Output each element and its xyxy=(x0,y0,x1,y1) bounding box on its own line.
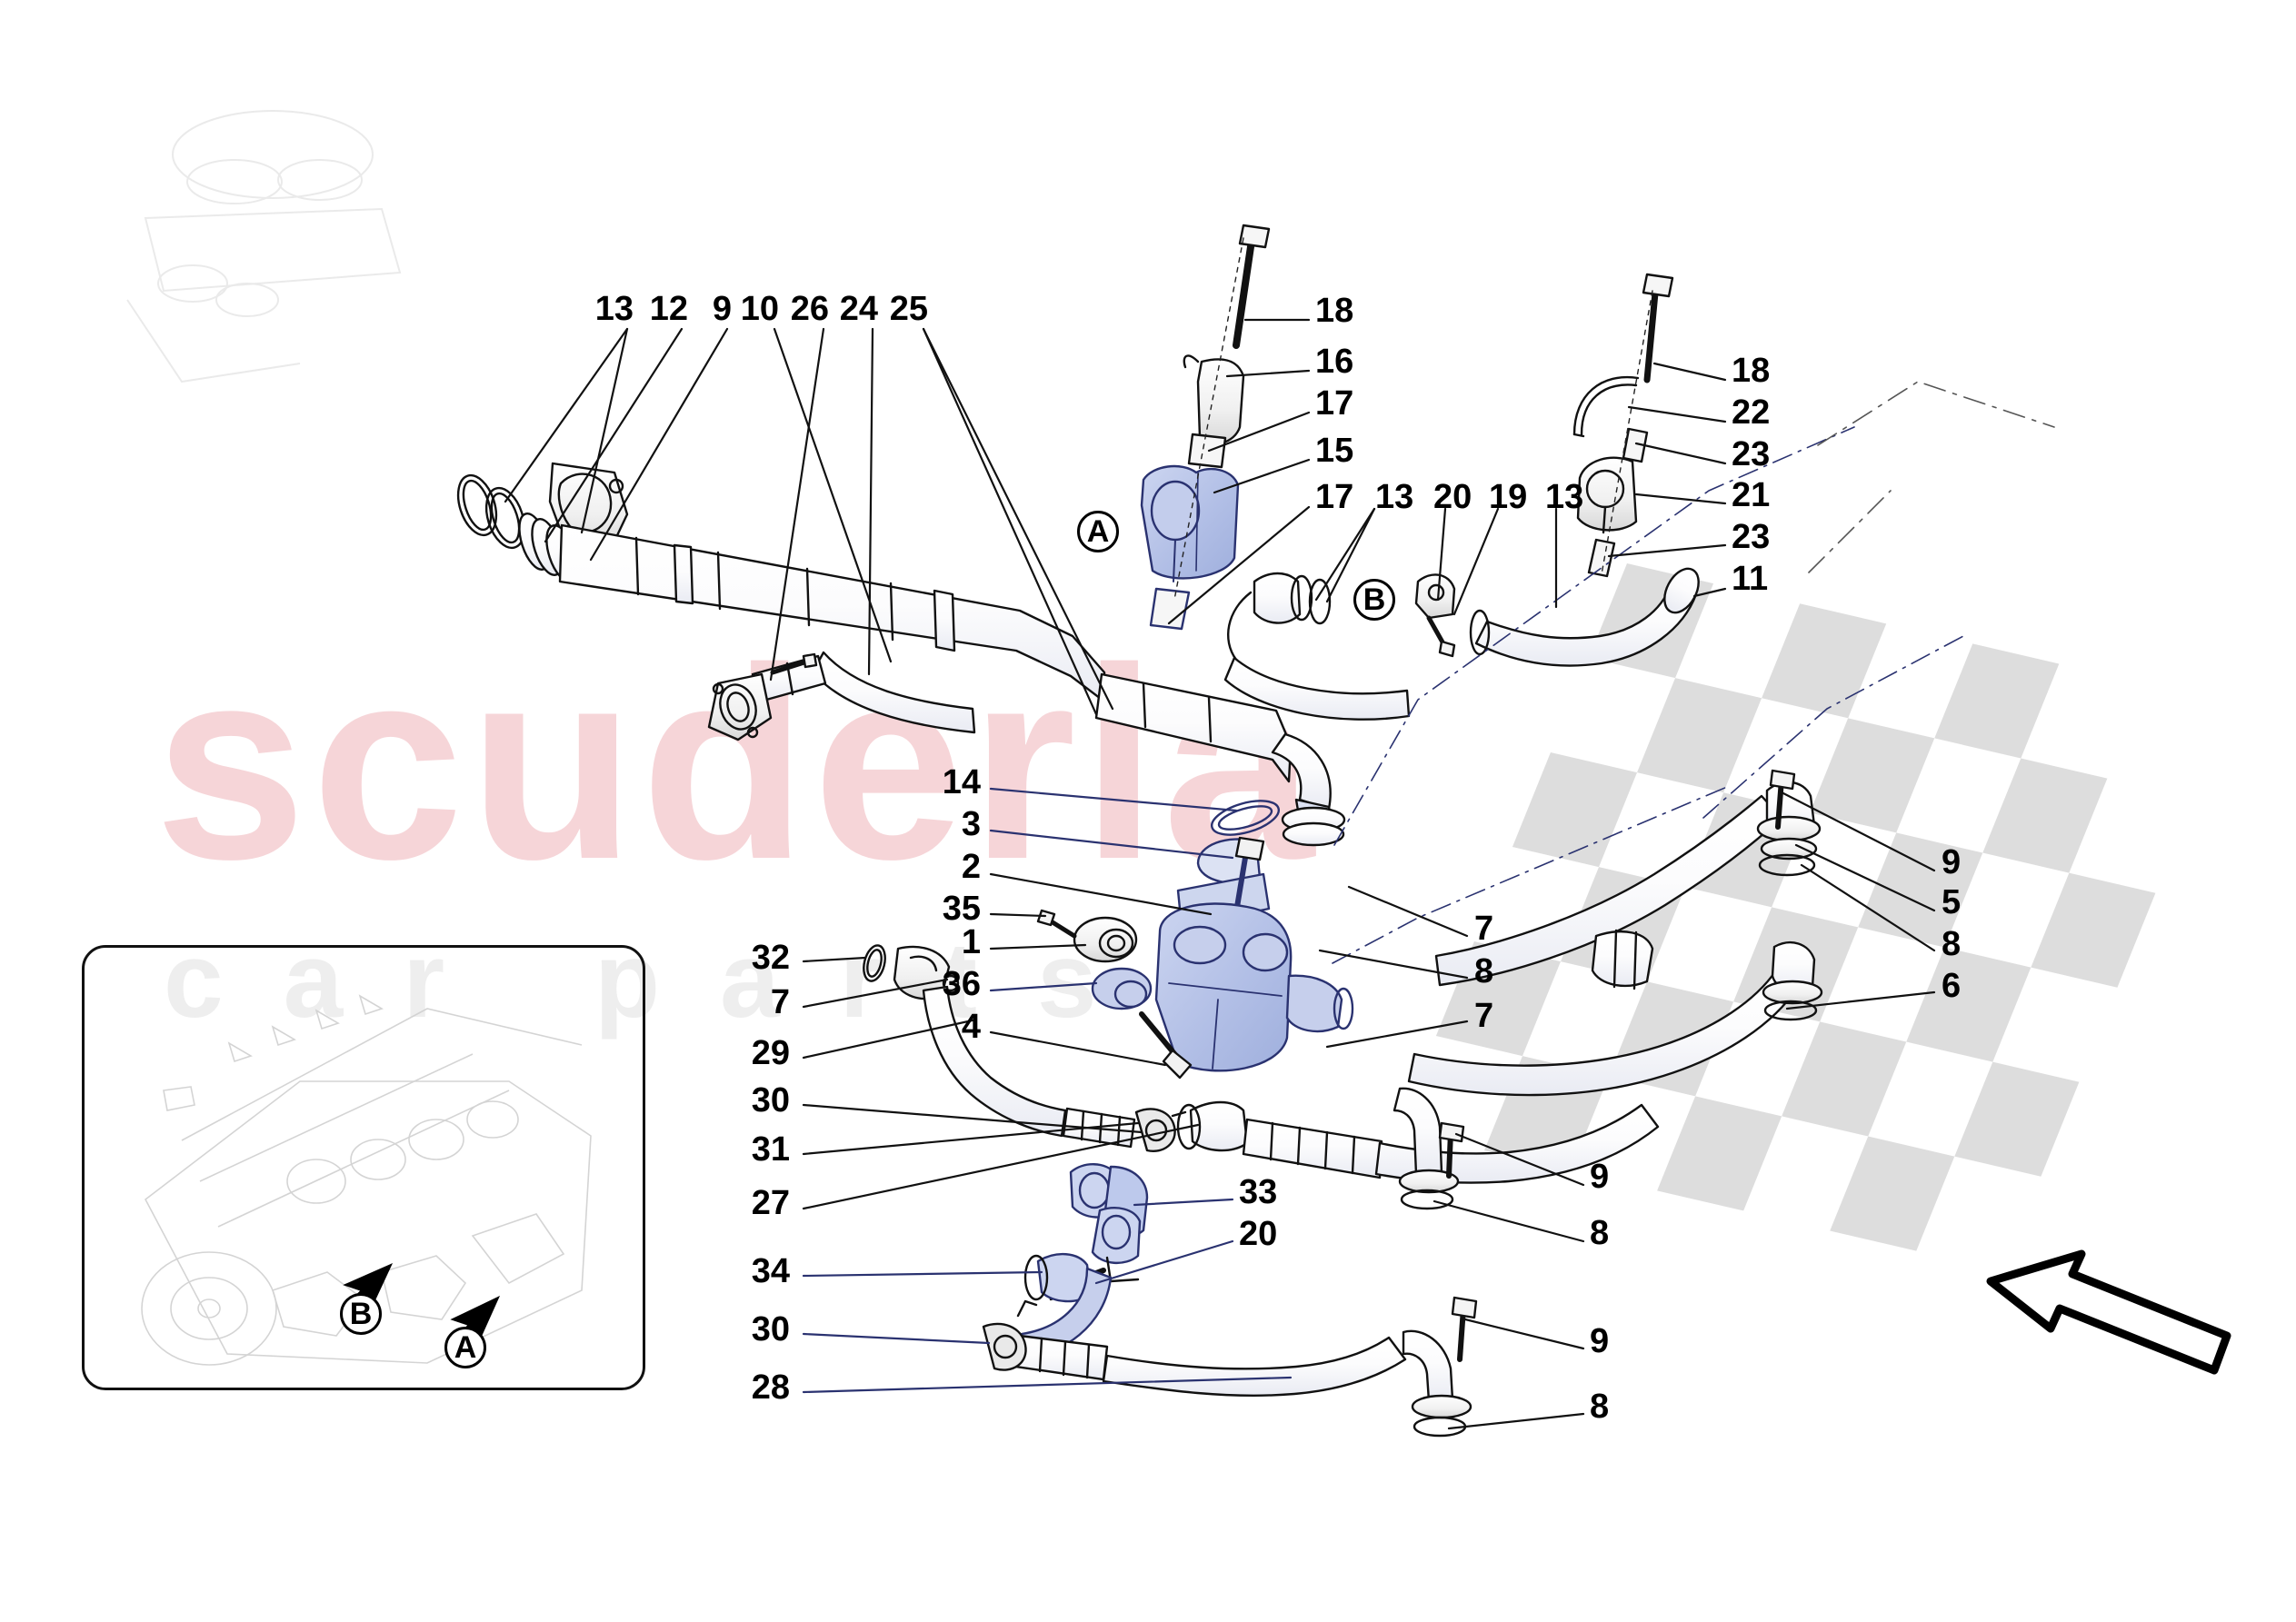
callout-number: 6 xyxy=(1942,967,1962,1005)
callout-number: 34 xyxy=(751,1252,790,1290)
callout-number: 9 xyxy=(712,290,732,328)
callout-number: 20 xyxy=(1433,478,1472,516)
callout-number: 4 xyxy=(961,1008,981,1046)
callout-number: 21 xyxy=(1732,476,1771,514)
callout-number: 31 xyxy=(751,1130,790,1169)
callout-number: 9 xyxy=(1590,1158,1610,1196)
callout-number: 18 xyxy=(1315,292,1354,330)
callout-number: 22 xyxy=(1732,393,1771,432)
callout-number: 13 xyxy=(1545,478,1584,516)
callout-number: 3 xyxy=(961,805,981,843)
callout-number: 12 xyxy=(649,290,688,328)
callout-number: 25 xyxy=(889,290,928,328)
callout-number: 10 xyxy=(740,290,779,328)
callout-number: 7 xyxy=(1474,997,1494,1035)
callout-number: 32 xyxy=(751,939,790,977)
callout-number: 13 xyxy=(1375,478,1414,516)
callout-number: 8 xyxy=(1590,1388,1610,1426)
callout-number: 2 xyxy=(961,848,981,886)
callout-number: 13 xyxy=(594,290,634,328)
callout-number: 33 xyxy=(1239,1173,1278,1211)
callout-number: 1 xyxy=(961,923,981,961)
callout-number: 7 xyxy=(770,983,790,1021)
callout-number: 36 xyxy=(942,965,981,1003)
callout-number: 7 xyxy=(1474,910,1494,948)
callout-number: 8 xyxy=(1474,952,1494,990)
section-marker-a: A xyxy=(444,1327,486,1368)
callout-number: 23 xyxy=(1732,435,1771,473)
callout-number: 15 xyxy=(1315,432,1354,470)
callout-number: 8 xyxy=(1942,925,1962,963)
orientation-arrow xyxy=(1986,1249,2231,1375)
callout-number: 28 xyxy=(751,1368,790,1407)
callout-number: 16 xyxy=(1315,343,1354,381)
callout-number: 9 xyxy=(1590,1322,1610,1360)
section-marker-b: B xyxy=(1353,579,1395,621)
callout-number: 11 xyxy=(1732,560,1769,598)
callout-number: 18 xyxy=(1732,352,1771,390)
callout-number: 8 xyxy=(1590,1214,1610,1252)
section-marker-a: A xyxy=(1077,511,1119,552)
callout-number: 9 xyxy=(1942,843,1962,881)
callout-number: 14 xyxy=(942,763,981,801)
callout-number: 17 xyxy=(1315,384,1354,423)
callout-number: 17 xyxy=(1315,478,1354,516)
callout-number: 30 xyxy=(751,1310,790,1348)
callout-number: 27 xyxy=(751,1184,790,1222)
engine-location-inset xyxy=(82,945,645,1390)
callout-number: 35 xyxy=(942,890,981,928)
section-marker-b: B xyxy=(340,1293,382,1335)
callout-number: 29 xyxy=(751,1034,790,1072)
callout-number: 23 xyxy=(1732,518,1771,556)
watermark-scuderia: scuderia xyxy=(155,611,1320,916)
callout-number: 20 xyxy=(1239,1215,1278,1253)
callout-number: 30 xyxy=(751,1081,790,1119)
callout-number: 19 xyxy=(1489,478,1528,516)
callout-number: 26 xyxy=(790,290,829,328)
callout-number: 5 xyxy=(1942,883,1962,921)
callout-number: 24 xyxy=(839,290,878,328)
